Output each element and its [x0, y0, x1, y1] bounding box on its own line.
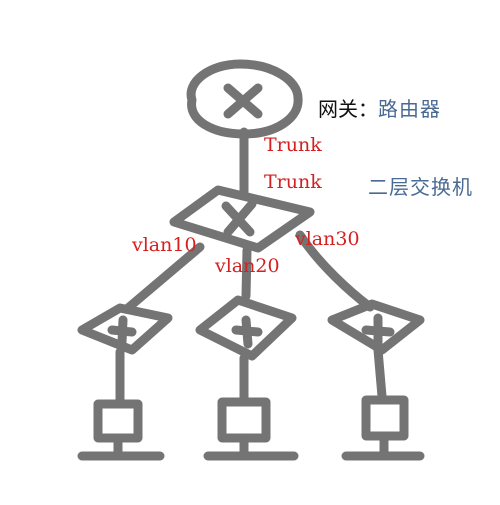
core-switch-icon [169, 185, 315, 253]
host-1-computer-icon [77, 399, 165, 461]
trunk-upper-label: Trunk [264, 134, 322, 156]
vlan-left-label: vlan10 [132, 234, 197, 256]
vlan-right-label: vlan30 [295, 228, 360, 250]
router-icon [186, 59, 303, 139]
host-2-computer-icon [203, 397, 299, 461]
link-core-access-2 [241, 245, 252, 301]
access-switch-2-icon [195, 295, 297, 361]
vlan-middle-label: vlan20 [215, 255, 280, 277]
link-core-access-1 [123, 242, 205, 313]
switch-layer-label: 二层交换机 [368, 175, 473, 199]
access-switch-1-icon [77, 303, 173, 355]
gateway-device-label: 路由器 [378, 97, 441, 121]
gateway-prefix-label: 网关： [318, 97, 378, 121]
access-switch-3-icon [327, 299, 425, 355]
host-3-computer-icon [341, 395, 425, 461]
link-core-access-3 [295, 230, 375, 312]
link-access-3-host-3 [373, 345, 387, 401]
trunk-lower-label: Trunk [264, 171, 322, 193]
